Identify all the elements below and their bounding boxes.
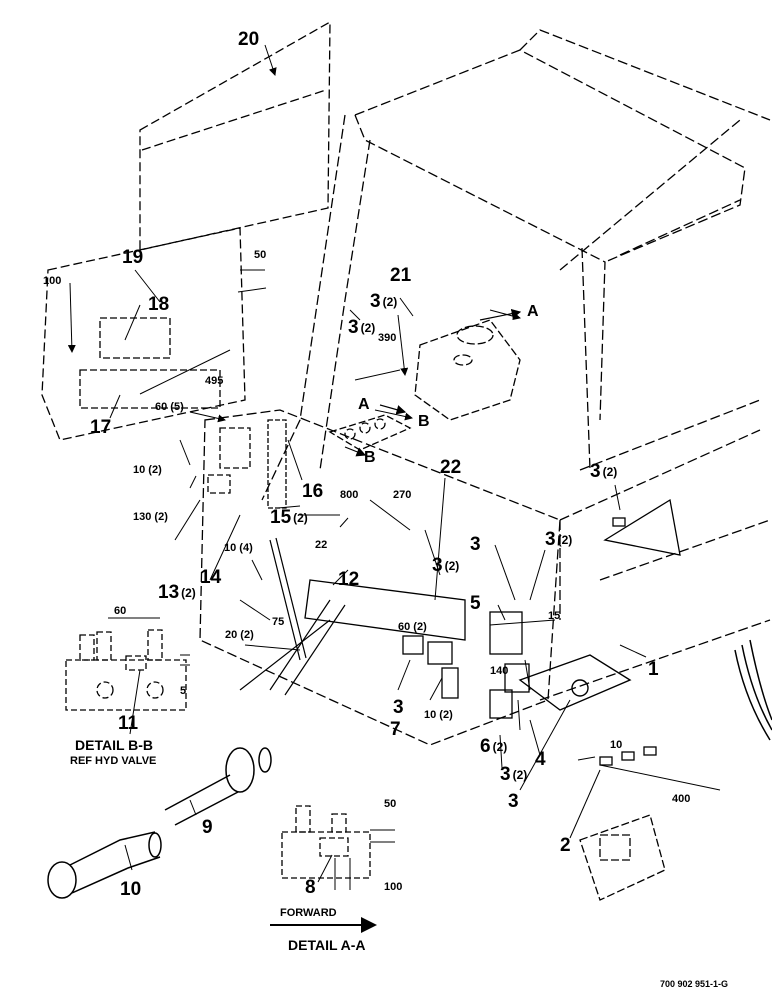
- decal-group-15: [207, 427, 251, 494]
- left-side-panel: [41, 227, 246, 441]
- dim-60-2: 60 (2): [398, 621, 427, 633]
- forward-label: FORWARD: [280, 907, 337, 919]
- decal-group-5-7: [402, 611, 530, 719]
- dim-100-left: 100: [43, 275, 62, 287]
- dim-495: 495: [205, 375, 224, 387]
- dim-140: 140: [490, 665, 509, 677]
- decal-16: [267, 419, 287, 509]
- dim-50-aa: 50: [384, 798, 397, 810]
- callout-13: 13(2): [158, 582, 196, 603]
- callout-18: 18: [148, 294, 170, 315]
- dim-50-top: 50: [254, 249, 267, 261]
- callout-19: 19: [122, 247, 144, 268]
- dim-75: 75: [272, 616, 285, 628]
- detail-bb-title: DETAIL B-B: [75, 737, 154, 753]
- detail-aa-dims: [334, 829, 395, 890]
- callout-21: 21: [390, 265, 412, 286]
- callout-10: 10: [120, 879, 142, 900]
- leader-lines: [109, 44, 647, 883]
- dim-15: 15: [548, 610, 561, 622]
- section-mark-a-top: A: [527, 303, 539, 320]
- panel-20: [139, 20, 331, 251]
- dim-390: 390: [378, 332, 397, 344]
- callout-1: 1: [648, 659, 659, 680]
- right-body: [539, 399, 771, 701]
- detail-bb-subtitle: REF HYD VALVE: [70, 755, 157, 767]
- dim-800: 800: [340, 489, 359, 501]
- callout-3d: 3(2): [590, 461, 618, 482]
- lower-left-rods: [239, 537, 346, 696]
- callout-6: 6(2): [480, 736, 508, 757]
- callout-2: 2: [560, 835, 571, 856]
- detail-bb-dims: [108, 617, 190, 666]
- callout-3i: 3: [508, 791, 519, 812]
- section-arrows: [344, 308, 522, 457]
- decal-2-row: [599, 746, 657, 766]
- main-frame: [261, 29, 771, 501]
- callout-4: 4: [535, 749, 546, 770]
- detail-aa: [281, 805, 371, 879]
- callout-22: 22: [440, 457, 462, 478]
- callout-7: 7: [390, 719, 401, 740]
- valve-block: [328, 414, 412, 451]
- pto-shaft-10: [47, 831, 162, 899]
- dimension-lines: [67, 269, 721, 791]
- dim-20-2: 20 (2): [225, 629, 254, 641]
- section-mark-a-left: A: [358, 396, 370, 413]
- bottom-right-box: [579, 814, 666, 901]
- section-mark-b-lower: B: [364, 449, 376, 466]
- dim-60-5: 60 (5): [155, 401, 184, 413]
- dim-10-4: 10 (4): [224, 542, 253, 554]
- detail-aa-title: DETAIL A-A: [288, 937, 366, 953]
- drawing-number: 700 902 951-1-G: [660, 979, 729, 989]
- callout-3f: 3(2): [545, 529, 573, 550]
- pto-shaft-9: [164, 747, 272, 826]
- dim-10-2-left: 10 (2): [133, 464, 162, 476]
- dim-100-aa: 100: [384, 881, 403, 893]
- section-mark-b-right: B: [418, 413, 430, 430]
- callout-11: 11: [118, 713, 139, 734]
- callout-3e: 3: [470, 534, 481, 555]
- detail-bb: [65, 629, 187, 711]
- dim-10-2-mid: 10 (2): [424, 709, 453, 721]
- dim-5-bb: 5: [180, 685, 187, 697]
- callout-17: 17: [90, 417, 112, 438]
- dim-400: 400: [672, 793, 691, 805]
- decal-17: [79, 369, 221, 409]
- callout-16: 16: [302, 481, 324, 502]
- callout-9: 9: [202, 817, 213, 838]
- callout-3g: 3: [393, 697, 404, 718]
- oil-tank: [414, 319, 521, 421]
- triangle-mount: [603, 498, 681, 556]
- tire: [734, 639, 772, 741]
- dim-22: 22: [315, 539, 328, 551]
- decal-22: [304, 579, 466, 641]
- pivot-arm: [518, 654, 632, 711]
- dim-60-bb: 60: [114, 605, 127, 617]
- decal-18: [99, 317, 171, 359]
- dim-130-2: 130 (2): [133, 511, 168, 523]
- callout-15: 15(2): [270, 507, 308, 528]
- callout-12: 12: [338, 569, 360, 590]
- callout-3a: 3(2): [370, 291, 398, 312]
- front-panel: [199, 409, 561, 746]
- callout-3h: 3(2): [500, 764, 528, 785]
- callout-14: 14: [200, 567, 222, 588]
- dim-270: 270: [393, 489, 412, 501]
- callout-20: 20: [238, 29, 260, 50]
- callout-3b: 3(2): [348, 317, 376, 338]
- callout-5: 5: [470, 593, 481, 614]
- decal-3-right: [612, 517, 626, 527]
- callout-8: 8: [305, 877, 316, 898]
- dim-10-right: 10: [610, 739, 623, 751]
- callout-3c: 3(2): [432, 555, 460, 576]
